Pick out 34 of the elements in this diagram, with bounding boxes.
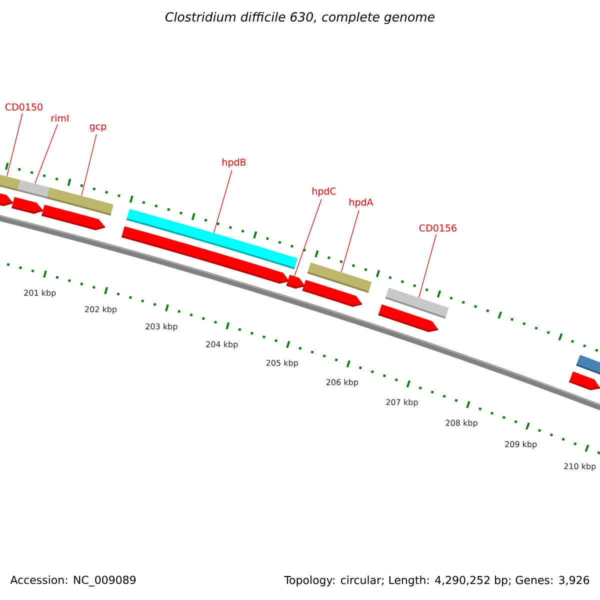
- gene-bar: [385, 288, 449, 319]
- gene-bar: [307, 262, 372, 293]
- gene-label: CD0156: [419, 224, 456, 232]
- gene-bar: [0, 173, 20, 192]
- gene-label: hpdA: [350, 198, 374, 208]
- title: Clostridium difficile 630, complete genome: [166, 12, 434, 24]
- scale-label: 202 kbp: [85, 306, 117, 314]
- scale-label: 205 kbp: [266, 360, 298, 368]
- gene-bar: [46, 187, 114, 216]
- gene-label: CD0150: [5, 103, 42, 111]
- scale-label: 201 kbp: [24, 290, 56, 298]
- scale-label: 208 kbp: [446, 420, 478, 428]
- leader-line: [214, 170, 232, 234]
- leader-line: [6, 112, 23, 177]
- leader-line: [294, 198, 322, 276]
- gene-label: gcp: [90, 124, 106, 132]
- footer-text: Accession: NC_009089: [10, 576, 136, 586]
- scale-label: 207 kbp: [386, 398, 418, 407]
- gene-label: rimI: [52, 114, 68, 122]
- gene-bar: [18, 180, 50, 199]
- gene-feature: [286, 274, 306, 289]
- gene-label: hpdB: [222, 158, 246, 168]
- footer-text: Topology: circular; Length: 4,290,252 bp; Genes: 3,926: [284, 576, 590, 586]
- leader-line: [34, 124, 58, 184]
- gene-label: hpdC: [312, 187, 336, 197]
- scale-label: 210 kbp: [564, 463, 596, 471]
- gene-bar: [126, 208, 298, 270]
- leader-line: [81, 134, 97, 196]
- leader-line: [340, 210, 360, 272]
- leader-line: [418, 234, 437, 298]
- scale-label: 203 kbp: [146, 323, 178, 331]
- scale-label: 206 kbp: [326, 379, 358, 387]
- scale-label: 204 kbp: [206, 341, 238, 349]
- scale-label: 209 kbp: [505, 441, 537, 449]
